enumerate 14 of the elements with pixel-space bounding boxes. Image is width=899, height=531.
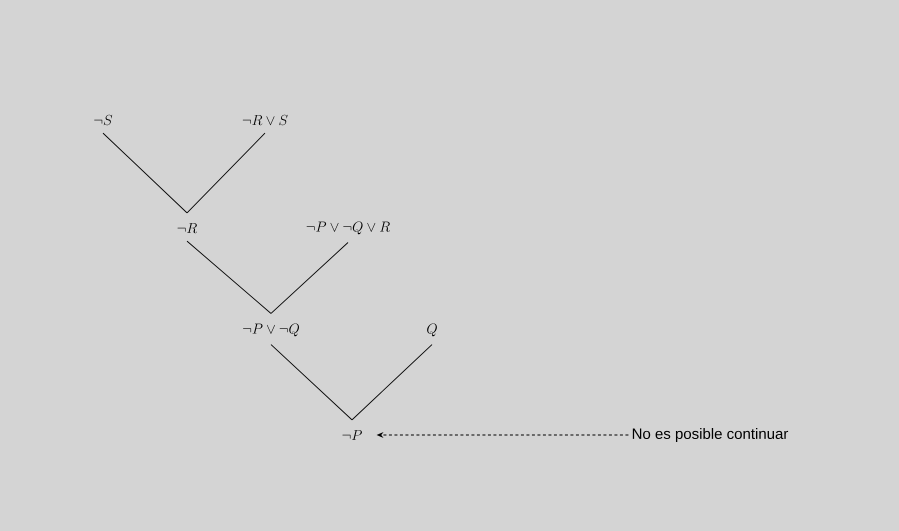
tree-line bbox=[186, 132, 266, 214]
formula: $Q$ bbox=[427, 323, 437, 336]
tree-line bbox=[102, 132, 188, 214]
tree-line bbox=[270, 242, 348, 314]
formula: $\neg S$ bbox=[94, 114, 112, 126]
tree-line bbox=[270, 344, 352, 420]
formula: $\neg R$ bbox=[178, 223, 198, 234]
note-text: No es posible continuar bbox=[632, 428, 788, 442]
tree-line bbox=[186, 240, 272, 314]
formula: $\neg R \vee S$ bbox=[242, 114, 288, 126]
tree-line bbox=[352, 344, 432, 420]
formula: $\neg P$ bbox=[342, 430, 362, 440]
formula: $\neg P \vee \neg Q \vee R$ bbox=[306, 221, 390, 234]
formula: $\neg P \vee \neg Q$ bbox=[243, 323, 299, 336]
